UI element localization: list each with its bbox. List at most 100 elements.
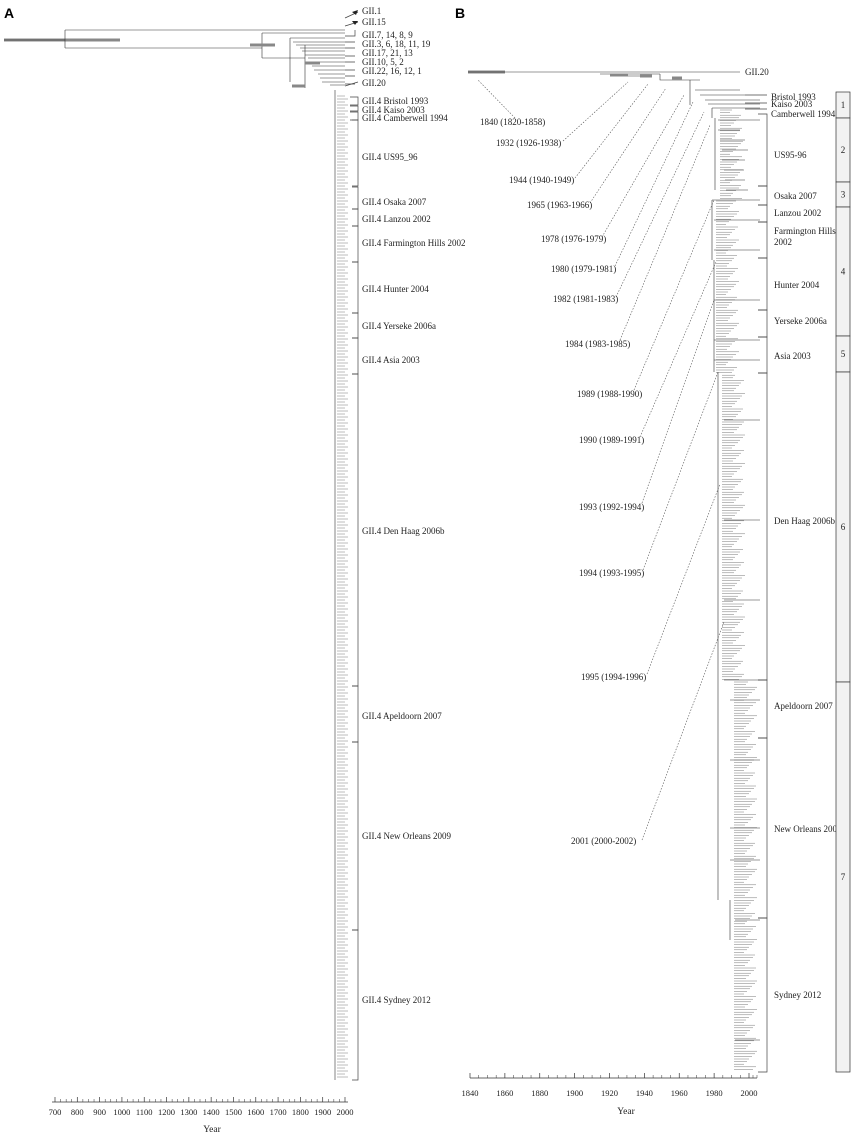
a-clade-bracket-2 [350,111,359,121]
a-axis-tick-2: 900 [93,1107,106,1117]
a-axis-tick-4: 1100 [136,1107,153,1117]
a-clade-label-0: GII.4 Bristol 1993 [362,96,429,106]
a-axis-tick-10: 1700 [270,1107,287,1117]
panel-a-genotype-branches [289,37,345,86]
b-clade-bracket-9 [758,336,768,374]
b-root-label: GII.20 [745,67,769,77]
a-clade-label-9: GII.4 Asia 2003 [362,355,420,365]
b-callout-leader-8 [633,199,715,391]
a-clade-bracket-10 [352,373,359,687]
b-clade-label-3: US95-96 [774,150,807,160]
b-group-number-6: 7 [841,872,846,882]
a-clade-bracket-0 [350,96,359,106]
b-clade-label-4: Osaka 2007 [774,191,817,201]
b-node-date-0: 1840 (1820-1858) [480,117,545,127]
b-clade-label-6-line2: 2002 [774,237,792,247]
b-callout-leader-2 [574,83,649,179]
b-callout-leader-1 [562,81,629,142]
b-node-date-7: 1984 (1983-1985) [565,339,630,349]
b-group-box-6 [835,681,851,1073]
a-clade-label-2: GII.4 Camberwell 1994 [362,113,448,123]
b-group-number-4: 5 [841,349,846,359]
genotype-label-6: GII.22, 16, 12, 1 [362,66,422,76]
panel-b-tree: GII.20 1840 (1820-1858)1932 (1926-1938)1… [462,67,851,1117]
a-clade-bracket-12 [352,741,359,931]
b-clade-label-12: New Orleans 2009 [774,824,842,834]
a-clade-bracket-6 [352,225,359,263]
b-axis-tick-2: 1880 [531,1088,548,1098]
b-axis-tick-3: 1900 [566,1088,583,1098]
b-clade-bracket-8 [758,309,768,338]
b-node-date-9: 1990 (1989-1991) [579,435,644,445]
b-callout-leader-13 [641,621,725,841]
a-clade-bracket-7 [352,261,359,314]
b-callout-leader-11 [642,371,719,571]
b-axis-tick-1: 1860 [496,1088,513,1098]
b-node-date-5: 1980 (1979-1981) [551,264,616,274]
b-clade-bracket-7 [758,257,768,311]
b-group-number-1: 2 [841,145,846,155]
a-clade-label-13: GII.4 Sydney 2012 [362,995,431,1005]
genotype-label-0: GII.1 [362,6,381,16]
b-callout-leader-7 [619,124,711,341]
b-callout-leader-0 [477,79,516,119]
b-node-date-11: 1994 (1993-1995) [579,568,644,578]
panel-a-axis-title: Year [203,1125,221,1135]
a-axis-tick-8: 1500 [225,1107,242,1117]
arrow-head-gii15 [352,21,358,25]
genotype-label-1: GII.15 [362,17,386,27]
b-clade-label-0: Bristol 1993 [771,92,816,102]
b-callout-leader-10 [641,299,715,504]
b-axis-tick-6: 1960 [671,1088,688,1098]
a-axis-tick-13: 2000 [337,1107,354,1117]
b-clade-label-7: Hunter 2004 [774,280,820,290]
b-group-number-2: 3 [841,190,846,200]
b-node-date-4: 1978 (1976-1979) [541,234,606,244]
b-clade-bracket-11 [758,679,768,739]
a-clade-bracket-3 [352,119,359,187]
arrow-head-gii1 [352,10,358,15]
a-clade-label-3: GII.4 US95_96 [362,152,418,162]
b-callout-leader-12 [646,483,721,675]
b-clade-label-13: Sydney 2012 [774,990,821,1000]
b-clade-bracket-13 [758,917,768,1073]
panel-b-tips [716,109,757,1070]
a-clade-label-12: GII.4 New Orleans 2009 [362,831,451,841]
genotype-label-3: GII.3, 6, 18, 11, 19 [362,39,431,49]
a-axis-tick-3: 1000 [113,1107,130,1117]
b-clade-label-11: Apeldoorn 2007 [774,701,833,711]
b-callout-leader-6 [615,111,705,298]
b-group-number-0: 1 [841,100,846,110]
a-clade-bracket-13 [352,929,359,1081]
a-clade-label-10: GII.4 Den Haag 2006b [362,526,445,536]
b-clade-label-9: Asia 2003 [774,351,811,361]
panel-a-tips [337,95,348,1078]
b-node-date-13: 2001 (2000-2002) [571,836,636,846]
a-axis-tick-5: 1200 [158,1107,175,1117]
panel-b-letter: B [455,5,465,21]
a-clade-label-1: GII.4 Kaiso 2003 [362,105,425,115]
a-clade-label-6: GII.4 Farmington Hills 2002 [362,238,466,248]
b-backbone [689,80,760,1041]
b-clade-label-2: Camberwell 1994 [771,109,836,119]
genotype-label-7: GII.20 [362,78,386,88]
a-clade-bracket-4 [352,186,359,210]
b-node-date-8: 1989 (1988-1990) [577,389,642,399]
b-node-date-6: 1982 (1981-1983) [553,294,618,304]
a-clade-label-7: GII.4 Hunter 2004 [362,284,429,294]
b-axis-tick-8: 2000 [741,1088,758,1098]
b-clade-label-6-line1: Farmington Hills [774,226,836,236]
b-clade-label-8: Yerseke 2006a [774,316,827,326]
a-clade-bracket-5 [352,208,359,227]
b-callout-leader-3 [589,87,667,204]
a-clade-label-8: GII.4 Yerseke 2006a [362,321,436,331]
a-axis-tick-1: 800 [71,1107,84,1117]
genotype-label-5: GII.10, 5, 2 [362,57,404,67]
b-node-date-2: 1944 (1940-1949) [509,175,574,185]
